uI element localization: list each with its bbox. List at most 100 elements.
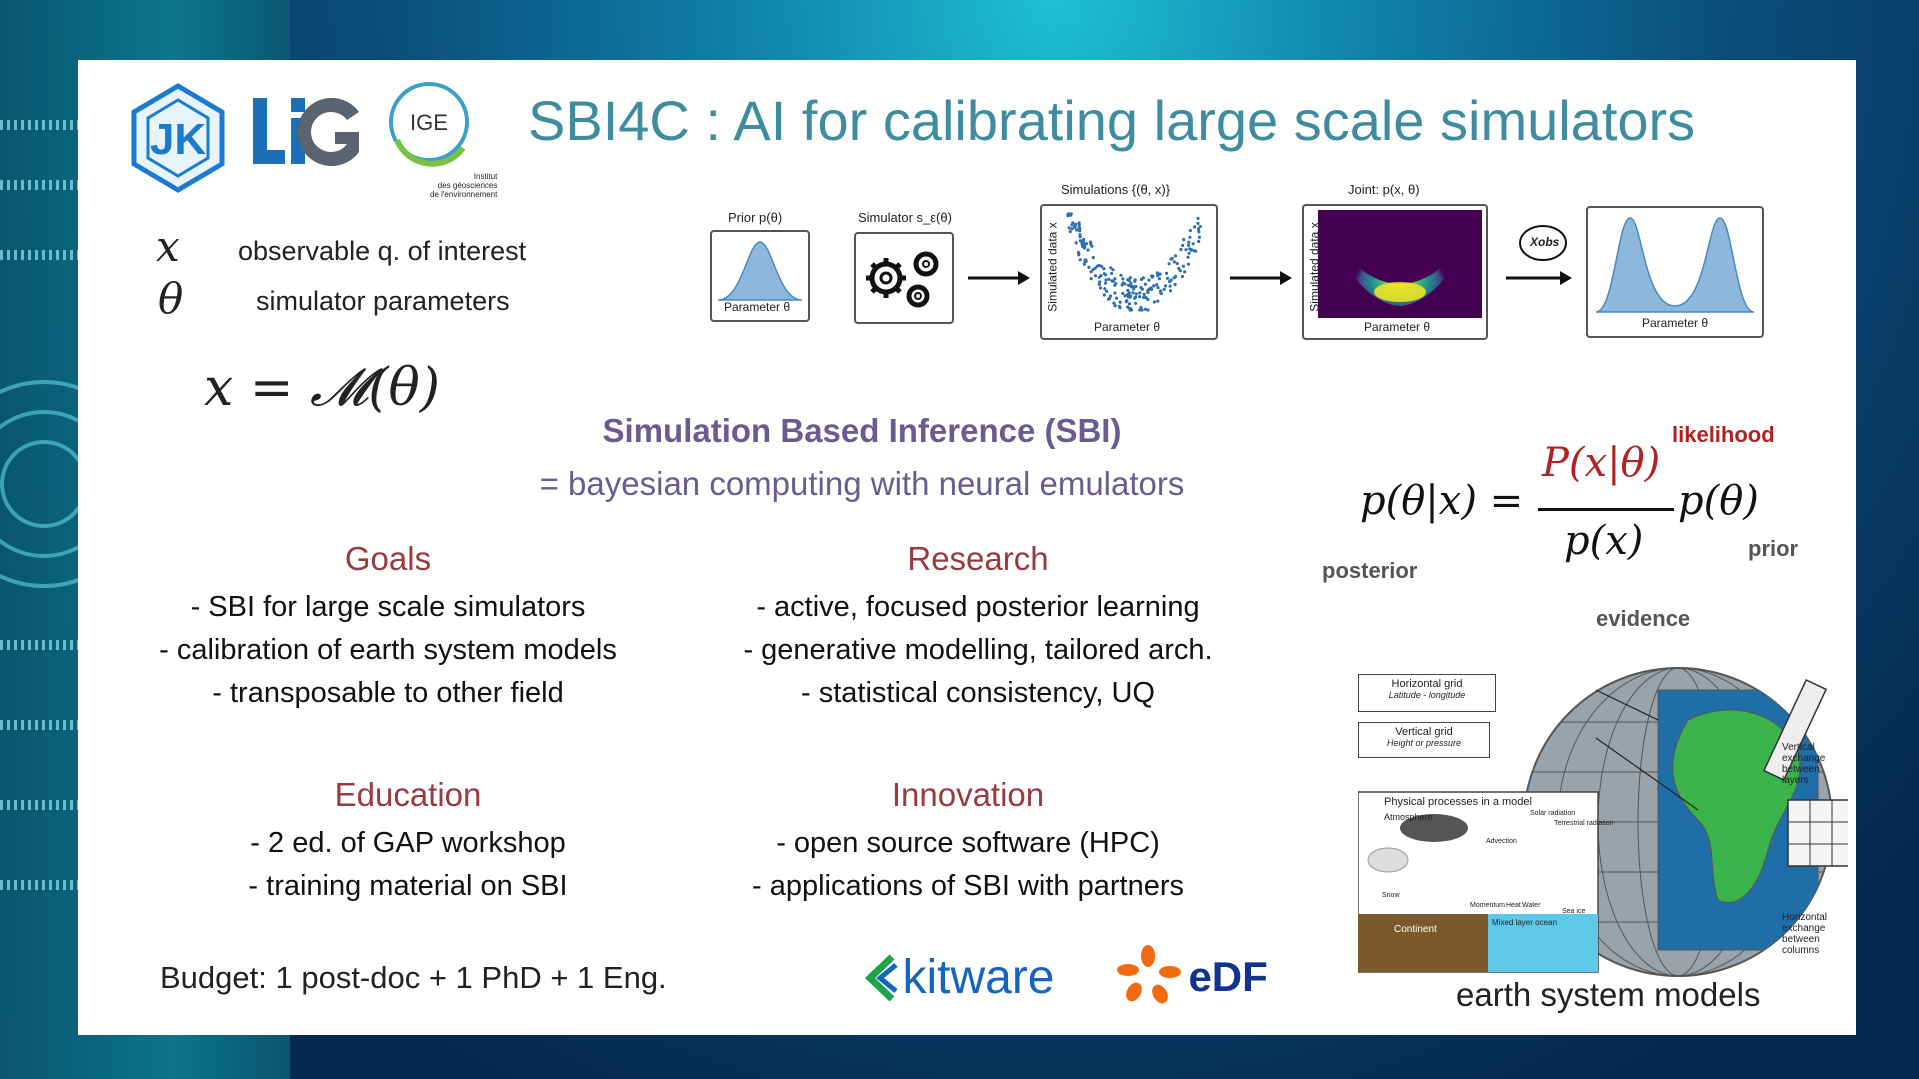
simulations-panel: Simulated data x Parameter θ bbox=[1040, 204, 1218, 340]
simulation-point bbox=[1143, 307, 1148, 311]
simulation-point bbox=[1077, 225, 1081, 229]
gears-icon bbox=[866, 251, 939, 308]
simulation-point bbox=[1193, 225, 1197, 229]
simulation-point bbox=[1156, 273, 1160, 278]
section-research: Research - active, focused posterior lea… bbox=[708, 540, 1248, 715]
simulation-point bbox=[1121, 291, 1125, 295]
solar-label: Solar radiation bbox=[1530, 810, 1576, 817]
simulation-point bbox=[1134, 292, 1138, 296]
section-education: Education - 2 ed. of GAP workshop - trai… bbox=[138, 776, 678, 908]
simulation-point bbox=[1152, 300, 1156, 304]
simulation-point bbox=[1189, 248, 1193, 252]
kitware-chevron-icon bbox=[864, 953, 898, 1002]
mixed-layer-label: Mixed layer ocean bbox=[1492, 918, 1557, 927]
simulation-point bbox=[1150, 287, 1154, 291]
simulation-point bbox=[1173, 282, 1177, 287]
bayes-numerator: P(x|θ) bbox=[1542, 440, 1661, 486]
horizontal-grid-box: Horizontal grid Latitude - longitude bbox=[1358, 674, 1496, 712]
simulation-point bbox=[1128, 276, 1132, 280]
edf-logo: eDF bbox=[1114, 944, 1268, 1010]
ige-caption: Institut des géosciences de l'environnem… bbox=[430, 172, 498, 199]
arrow-icon bbox=[1506, 271, 1572, 285]
simulation-point bbox=[1076, 250, 1081, 255]
simulation-point bbox=[1188, 235, 1192, 239]
innovation-title: Innovation bbox=[891, 776, 1045, 813]
earth-system-figure: Horizontal grid Latitude - longitude Ver… bbox=[1358, 660, 1848, 980]
sbi-title: Simulation Based Inference (SBI) bbox=[602, 412, 1122, 449]
simulation-point bbox=[1183, 270, 1187, 274]
simulation-point bbox=[1191, 242, 1195, 246]
simulation-point bbox=[1133, 295, 1138, 299]
simulation-point bbox=[1142, 292, 1146, 296]
simulation-point bbox=[1070, 227, 1074, 231]
simulation-point bbox=[1166, 276, 1170, 280]
simulation-point bbox=[1102, 267, 1106, 271]
simulation-point bbox=[1187, 262, 1191, 266]
simulations-y-label: Simulated data x bbox=[1045, 222, 1060, 312]
simulation-point bbox=[1197, 239, 1201, 244]
innovation-line: - applications of SBI with partners bbox=[752, 870, 1184, 902]
bayes-lhs: p(θ|x) = bbox=[1360, 478, 1524, 524]
simulation-point bbox=[1168, 284, 1172, 288]
simulation-point bbox=[1121, 277, 1125, 281]
simulation-point bbox=[1156, 286, 1160, 290]
research-line: - generative modelling, tailored arch. bbox=[743, 634, 1213, 666]
simulation-point bbox=[1126, 278, 1130, 282]
joint-title: Joint: p(x, θ) bbox=[1348, 182, 1420, 197]
simulation-point bbox=[1081, 244, 1085, 249]
education-line: - 2 ed. of GAP workshop bbox=[250, 827, 566, 859]
simulation-point bbox=[1198, 224, 1202, 229]
symbol-theta: θ bbox=[158, 274, 184, 323]
simulation-point bbox=[1089, 277, 1093, 281]
simulation-point bbox=[1147, 278, 1151, 282]
simulation-point bbox=[1099, 274, 1103, 278]
prior-title: Prior p(θ) bbox=[728, 210, 783, 225]
simulation-point bbox=[1078, 229, 1082, 233]
simulation-point bbox=[1179, 247, 1183, 252]
simulation-point bbox=[1119, 273, 1123, 277]
vertical-grid-box: Vertical grid Height or pressure bbox=[1358, 722, 1490, 758]
simulation-point bbox=[1150, 274, 1154, 278]
simulation-point bbox=[1113, 291, 1117, 295]
simulation-point bbox=[1196, 216, 1200, 220]
simulation-point bbox=[1082, 262, 1086, 266]
atmosphere-label: Atmosphere bbox=[1384, 812, 1433, 822]
simulation-point bbox=[1181, 243, 1185, 248]
simulation-point bbox=[1113, 277, 1117, 281]
posterior-panel: Parameter θ bbox=[1586, 206, 1764, 338]
simulation-point bbox=[1138, 291, 1142, 295]
arrow-icon bbox=[968, 271, 1030, 285]
simulation-point bbox=[1182, 238, 1186, 242]
sea-ice-label: Sea ice bbox=[1562, 908, 1586, 915]
simulation-point bbox=[1177, 266, 1181, 271]
horizontal-exchange-label: Horizontal exchange between columns bbox=[1782, 912, 1828, 956]
simulation-point bbox=[1068, 230, 1072, 234]
bayes-denominator: p(x) bbox=[1564, 518, 1644, 564]
simulation-point bbox=[1110, 271, 1114, 276]
earth-globe-illustration bbox=[1358, 667, 1848, 977]
symbol-x-description: observable q. of interest bbox=[238, 236, 527, 266]
simulation-point bbox=[1091, 268, 1095, 272]
simulation-point bbox=[1157, 277, 1161, 281]
section-innovation: Innovation - open source software (HPC) … bbox=[698, 776, 1238, 908]
simulation-point bbox=[1089, 241, 1093, 245]
edf-flower-icon bbox=[1117, 945, 1181, 1004]
simulation-point bbox=[1098, 280, 1102, 284]
simulation-point bbox=[1105, 289, 1109, 293]
simulation-point bbox=[1186, 243, 1191, 247]
simulation-point bbox=[1115, 296, 1119, 300]
simulation-point bbox=[1170, 256, 1174, 260]
simulation-point bbox=[1091, 255, 1095, 260]
simulation-point bbox=[1184, 248, 1188, 252]
terrestrial-label: Terrestrial radiation bbox=[1554, 820, 1614, 827]
simulation-point bbox=[1156, 299, 1160, 303]
simulation-point bbox=[1070, 223, 1074, 227]
education-title: Education bbox=[334, 776, 482, 813]
simulation-point bbox=[1138, 295, 1142, 299]
bayes-prior-term: p(θ) bbox=[1678, 478, 1759, 524]
goals-line: - SBI for large scale simulators bbox=[190, 591, 586, 623]
water-label: Water bbox=[1522, 902, 1541, 909]
model-equation: x = 𝓜(θ) bbox=[204, 358, 441, 418]
lig-logo bbox=[253, 98, 359, 166]
simulation-point bbox=[1129, 281, 1133, 285]
